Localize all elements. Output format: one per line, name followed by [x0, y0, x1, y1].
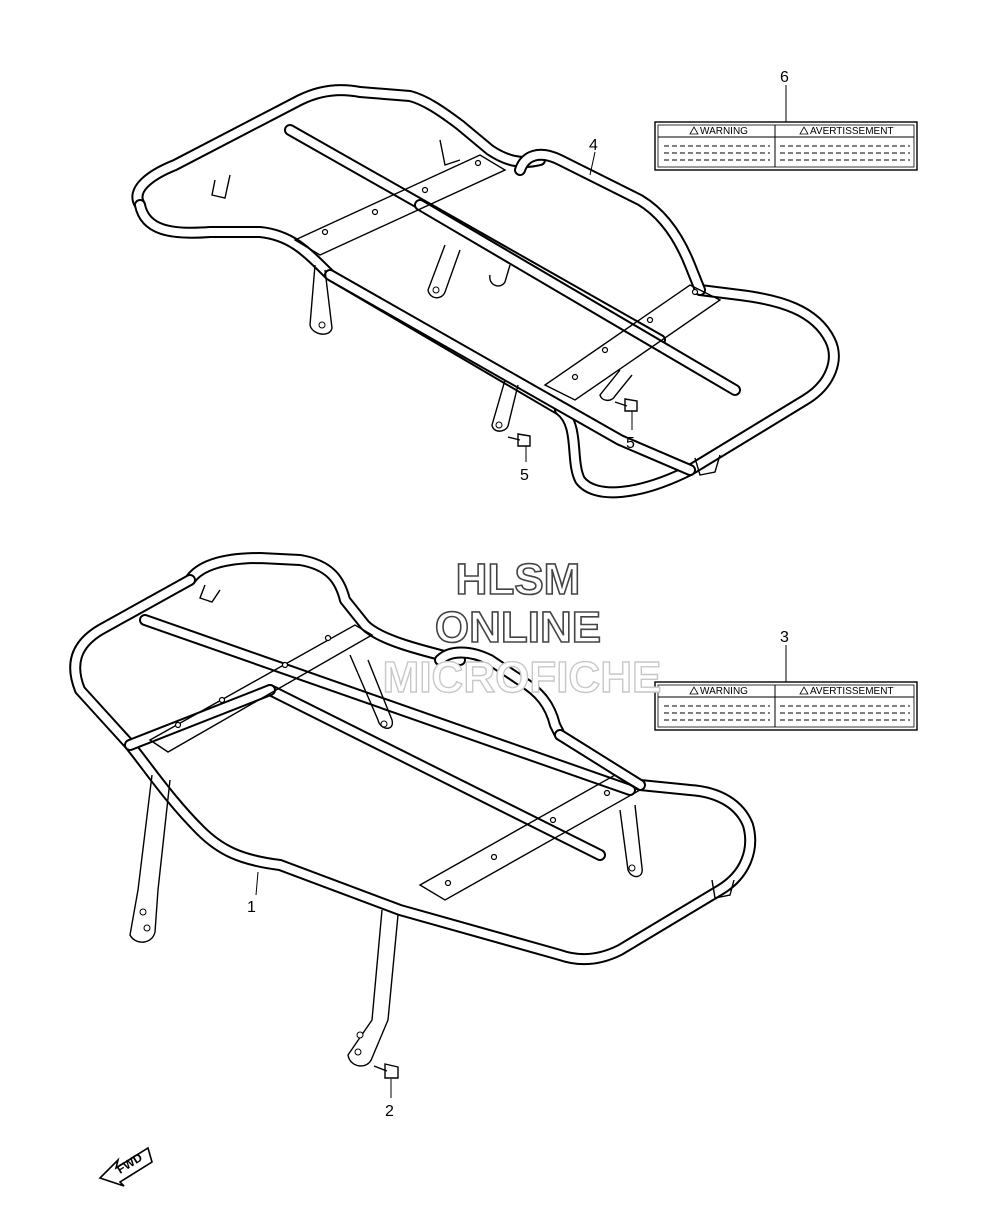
callout-2[interactable]: 2 — [385, 1103, 394, 1120]
watermark-line-3: MICROFICHE — [383, 653, 662, 702]
callout-1[interactable]: 1 — [247, 899, 256, 916]
bolt-icon — [373, 1063, 399, 1079]
label-warning-text: WARNING — [700, 686, 748, 697]
warning-label-3[interactable]: 3 WARNING AVERTISSEMENT — [654, 629, 918, 731]
callout-3[interactable]: 3 — [780, 629, 789, 646]
callout-5[interactable]: 5 — [520, 467, 529, 484]
label-warning-text: WARNING — [700, 126, 748, 137]
warning-label-6[interactable]: 6 WARNING AVERTISSEMENT — [654, 69, 918, 171]
label-avertissement-text: AVERTISSEMENT — [810, 686, 894, 697]
callout-4[interactable]: 4 — [589, 137, 598, 154]
warning-triangle-icon — [689, 126, 699, 135]
watermark-line-2: ONLINE — [435, 603, 601, 652]
callout-6[interactable]: 6 — [780, 69, 789, 86]
callout-5[interactable]: 5 — [626, 435, 635, 452]
fwd-arrow-icon: FWD — [98, 1146, 153, 1187]
watermark-line-1: HLSM — [456, 555, 581, 604]
front-carrier-rack[interactable] — [69, 552, 757, 1067]
warning-triangle-icon — [799, 686, 809, 695]
rear-carrier-rack[interactable] — [131, 84, 840, 499]
warning-triangle-icon — [689, 686, 699, 695]
watermark: HLSM ONLINE MICROFICHE — [382, 554, 662, 703]
label-avertissement-text: AVERTISSEMENT — [810, 126, 894, 137]
warning-triangle-icon — [799, 126, 809, 135]
bolt-icon — [507, 398, 638, 447]
